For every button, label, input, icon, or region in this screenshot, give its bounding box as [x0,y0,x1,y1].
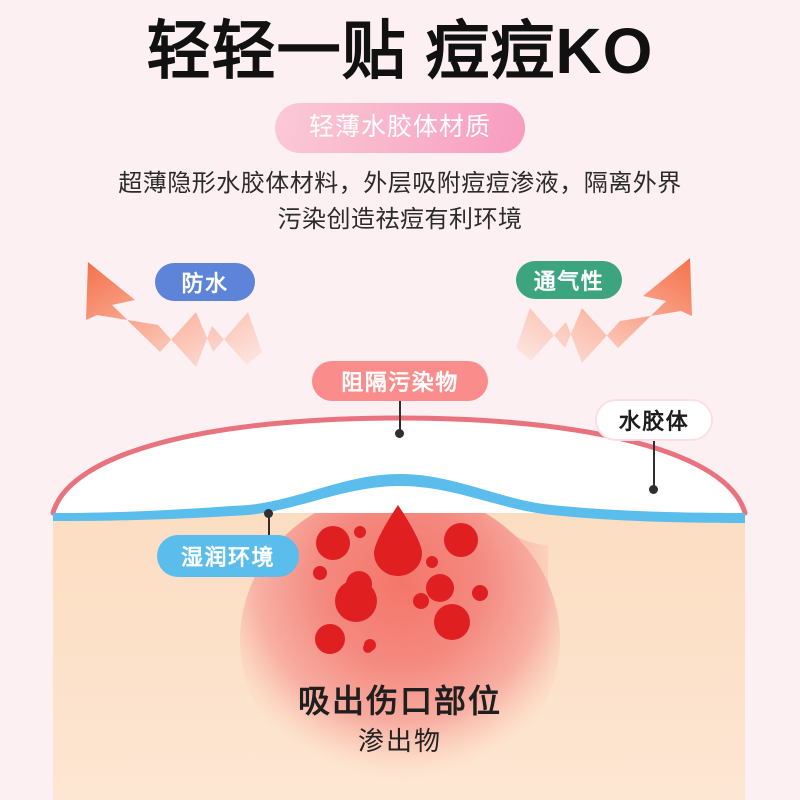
leader-line-block-pollutants [399,401,401,433]
breathable-arrow-icon [516,258,692,363]
badge-block-pollutants: 阻隔污染物 [312,361,488,401]
exudate-dot [434,604,470,640]
description-block: 超薄隐形水胶体材料，外层吸附痘痘渗液，隔离外界 污染创造祛痘有利环境 [0,166,800,238]
exudate-dot [335,580,377,622]
moist-layer-band [53,474,745,523]
material-pill-badge: 轻薄水胶体材质 [274,103,525,153]
badge-moist-environment: 湿润环境 [157,535,299,577]
leader-line-moist-environment [268,513,270,537]
waterproof-arrow-icon [86,262,262,367]
exudate-dot [313,566,327,580]
exudate-dot [444,523,478,557]
exudate-dot [413,593,429,609]
page-title: 轻轻一贴 痘痘KO [146,15,654,87]
badge-hydrocolloid: 水胶体 [595,399,713,441]
exudate-dot [472,585,488,601]
pill-title-container: 轻薄水胶体材质 [0,103,800,153]
leader-dot-moist-environment [264,509,273,518]
exudate-dot [315,624,345,654]
exudate-dot [363,643,373,653]
leader-line-hydrocolloid [653,441,655,489]
exudate-dot [426,574,454,602]
exudate-dot [426,556,438,568]
exudate-droplet-group [313,505,488,654]
description-line-1: 超薄隐形水胶体材料，外层吸附痘痘渗液，隔离外界 [118,170,682,197]
caption-sub: 渗出物 [357,726,442,756]
exudate-dot [354,526,366,538]
caption-main: 吸出伤口部位 [297,683,502,719]
badge-breathable: 通气性 [516,261,622,299]
description-line-2: 污染创造祛痘有利环境 [277,206,523,233]
leader-dot-hydrocolloid [649,485,658,494]
badge-waterproof: 防水 [155,263,255,301]
leader-dot-block-pollutants [395,429,404,438]
inflamed-area-shape [240,513,560,800]
teardrop-icon [374,505,422,576]
exudate-dot [316,526,350,560]
